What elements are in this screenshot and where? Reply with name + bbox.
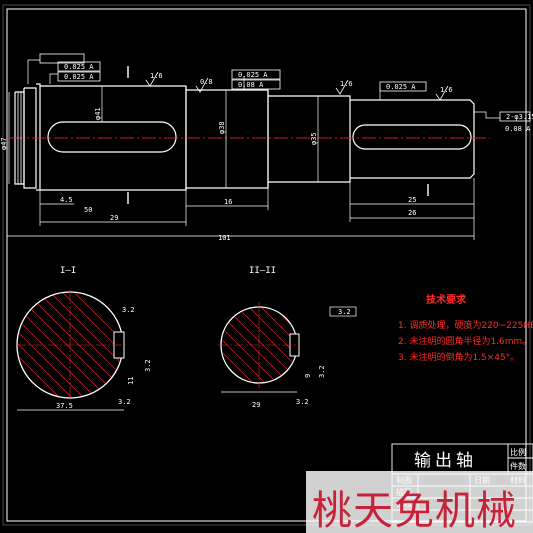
tol-label-2: 0.025 A (64, 73, 94, 81)
outer-frame (6, 8, 527, 522)
watermark-text: 桃天免机械 (312, 488, 517, 533)
dim-total-length: 101 (218, 234, 231, 242)
sec1-rough-c: 3.2 (122, 306, 135, 314)
dim-50: 50 (84, 206, 92, 214)
section-label-2: II—II (249, 266, 276, 276)
holes-callout: 2-φ3.15 (506, 113, 533, 121)
tolerance-frames (39, 53, 531, 122)
tech-req-item-2: 2. 未注明的圆角半径为1.6mm。 (398, 335, 531, 347)
dim-phi41: φ41 (94, 107, 102, 120)
roughness-3: 1.6 (440, 86, 453, 94)
section-label-1: I—I (60, 266, 76, 276)
roughness-08: 0.8 (200, 78, 213, 86)
tech-req-title: 技术要求 (426, 293, 467, 306)
sec1-key-depth: 11 (127, 377, 135, 385)
watermark-backdrop (306, 471, 533, 533)
roughness-symbols (145, 71, 449, 101)
sec2-tol-frame (329, 306, 357, 317)
sec1-rough-b: 3.2 (118, 398, 131, 406)
section-view-2 (218, 302, 300, 388)
sec2-rough-c: 3.2 (338, 308, 351, 316)
roughness-2: 1.6 (340, 80, 353, 88)
title-part-name: 输出轴 (414, 451, 477, 471)
tol-box-right: 0.08 A (505, 125, 531, 133)
tech-req-item-1: 1. 调质处理，硬度为220~225HB。 (398, 319, 533, 331)
dim-25: 25 (408, 196, 416, 204)
sec1-rough-a: 3.2 (144, 359, 152, 372)
title-count-label: 件数 (510, 461, 526, 471)
dim-26: 26 (408, 209, 416, 217)
tol-label-1: 0.025 A (64, 63, 94, 71)
roughness-1: 1.6 (150, 72, 163, 80)
dim-phi47: φ47 (0, 137, 8, 150)
tol-label-3: 0.025 A (238, 71, 268, 79)
dim-phi35: φ35 (310, 132, 318, 145)
sec2-rough-b: 3.2 (296, 398, 309, 406)
sec1-width: 37.5 (56, 402, 73, 410)
dimension-lines (6, 59, 500, 240)
sec2-key-depth: 9 (304, 374, 312, 378)
sec2-rough-a: 3.2 (318, 365, 326, 378)
tol-label-5: 0.025 A (386, 83, 416, 91)
sheet-border (2, 4, 531, 526)
shaft-main-view (14, 83, 475, 191)
title-scale-label: 比例 (510, 447, 526, 457)
dim-4-5: 4.5 (60, 196, 73, 204)
sec2-width: 29 (252, 401, 260, 409)
dim-16: 16 (224, 198, 232, 206)
section-cut-markers (127, 66, 429, 204)
dim-29: 29 (110, 214, 118, 222)
shaft-end-details (17, 92, 22, 184)
tol-label-4: 0.08 A (238, 81, 264, 89)
tech-req-item-3: 3. 未注明的倒角为1.5×45°。 (398, 351, 519, 363)
dim-phi38: φ38 (218, 121, 226, 134)
